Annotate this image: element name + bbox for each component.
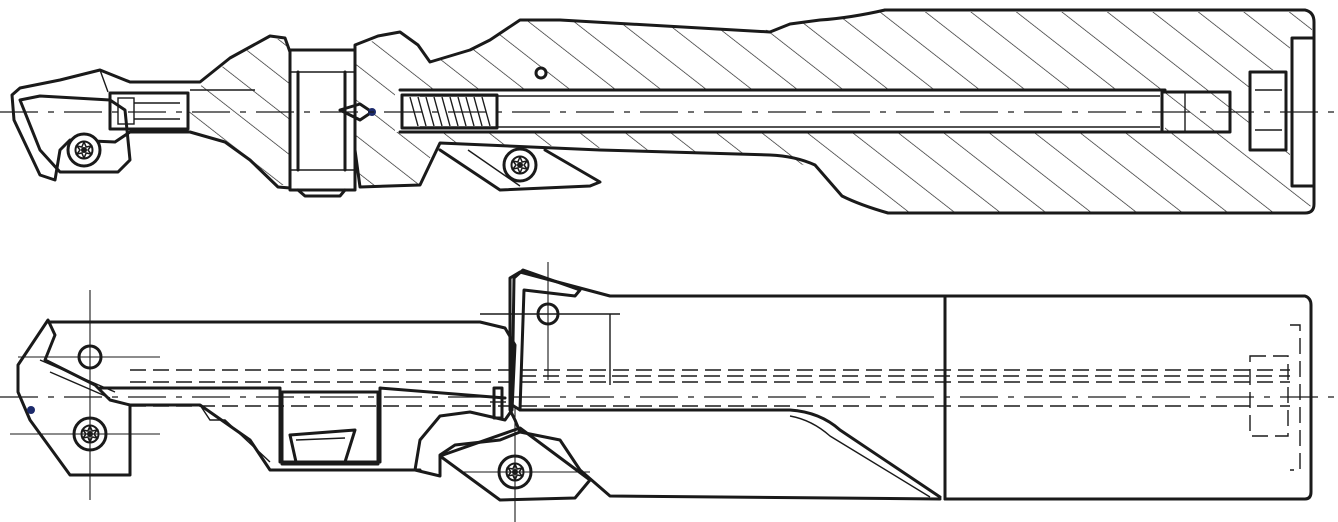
front-insert-torx-icon: [66, 132, 102, 168]
front-clamp-screw: [108, 91, 190, 131]
adjustment-wedge: [280, 390, 380, 466]
front-insert-outline: [18, 94, 132, 174]
plan-view: [0, 262, 1338, 522]
shank-cylinder-outline: [943, 294, 1313, 501]
shank-outline: [353, 8, 1316, 215]
head-body-outline: [46, 320, 522, 478]
flute-body-outline: [508, 270, 947, 501]
rear-insert-pocket-outline: [438, 148, 602, 192]
section-view: [0, 8, 1338, 215]
front-cutter-tip: [16, 318, 132, 477]
coupling-collar: [288, 48, 357, 198]
rear-insert-outline: [438, 426, 592, 502]
head-section-hatch: [185, 38, 290, 185]
rear-insert-torx-icon: [502, 147, 538, 183]
head-outline: [10, 34, 292, 190]
